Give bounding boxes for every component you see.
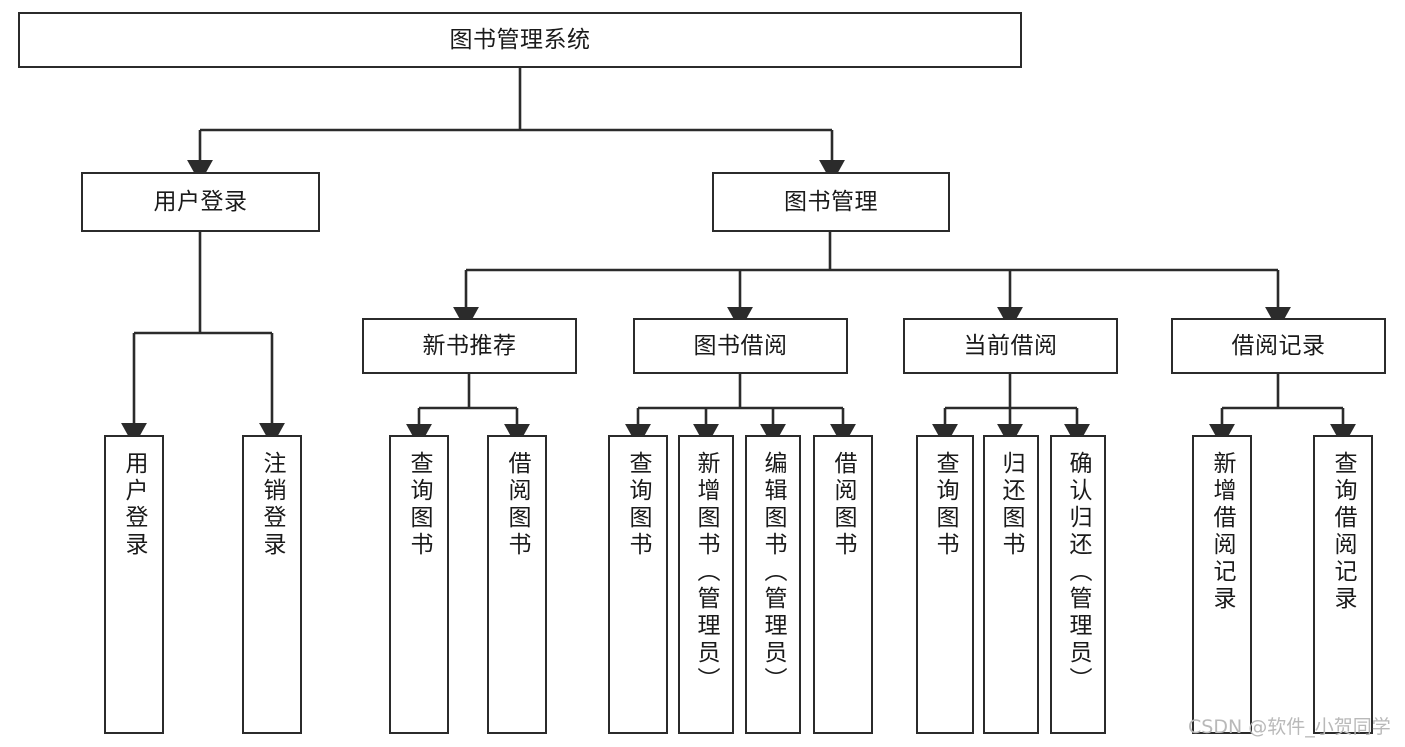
leaf-user-login-label: 用户登录 <box>121 451 148 559</box>
leaf-edit-book[interactable]: 编辑图书（管理员） <box>745 435 801 734</box>
node-borrow-record[interactable]: 借阅记录 <box>1171 318 1386 374</box>
leaf-user-login[interactable]: 用户登录 <box>104 435 164 734</box>
node-root[interactable]: 图书管理系统 <box>18 12 1022 68</box>
leaf-query-book-1[interactable]: 查询图书 <box>389 435 449 734</box>
node-current-borrow[interactable]: 当前借阅 <box>903 318 1118 374</box>
leaf-confirm-return[interactable]: 确认归还（管理员） <box>1050 435 1106 734</box>
leaf-query-book-2-label: 查询图书 <box>625 451 652 559</box>
node-book-manage-label: 图书管理 <box>784 188 878 215</box>
leaf-query-book-2[interactable]: 查询图书 <box>608 435 668 734</box>
node-borrow-record-label: 借阅记录 <box>1231 332 1326 359</box>
leaf-query-book-1-label: 查询图书 <box>406 451 433 559</box>
csdn-watermark: CSDN @软件_小贺同学 <box>1188 716 1391 738</box>
leaf-query-record-label: 查询借阅记录 <box>1330 451 1357 613</box>
leaf-logout[interactable]: 注销登录 <box>242 435 302 734</box>
node-new-book-rec[interactable]: 新书推荐 <box>362 318 577 374</box>
node-book-manage[interactable]: 图书管理 <box>712 172 950 232</box>
leaf-return-book[interactable]: 归还图书 <box>983 435 1039 734</box>
leaf-borrow-book-2-label: 借阅图书 <box>830 451 857 559</box>
node-new-book-rec-label: 新书推荐 <box>422 332 517 359</box>
node-user-login-label: 用户登录 <box>153 188 248 215</box>
leaf-add-record[interactable]: 新增借阅记录 <box>1192 435 1252 734</box>
leaf-return-book-label: 归还图书 <box>998 451 1025 559</box>
leaf-query-book-3[interactable]: 查询图书 <box>916 435 974 734</box>
leaf-edit-book-label: 编辑图书（管理员） <box>760 451 787 694</box>
leaf-logout-label: 注销登录 <box>259 451 286 559</box>
leaf-add-book-label: 新增图书（管理员） <box>693 451 720 694</box>
node-user-login[interactable]: 用户登录 <box>81 172 320 232</box>
leaf-add-record-label: 新增借阅记录 <box>1209 451 1236 613</box>
leaf-add-book[interactable]: 新增图书（管理员） <box>678 435 734 734</box>
leaf-borrow-book-1[interactable]: 借阅图书 <box>487 435 547 734</box>
leaf-borrow-book-1-label: 借阅图书 <box>504 451 531 559</box>
node-root-label: 图书管理系统 <box>449 26 591 53</box>
node-book-borrow-label: 图书借阅 <box>693 332 788 359</box>
node-book-borrow[interactable]: 图书借阅 <box>633 318 848 374</box>
leaf-confirm-return-label: 确认归还（管理员） <box>1065 451 1092 694</box>
leaf-borrow-book-2[interactable]: 借阅图书 <box>813 435 873 734</box>
node-current-borrow-label: 当前借阅 <box>963 332 1058 359</box>
leaf-query-record[interactable]: 查询借阅记录 <box>1313 435 1373 734</box>
leaf-query-book-3-label: 查询图书 <box>932 451 959 559</box>
